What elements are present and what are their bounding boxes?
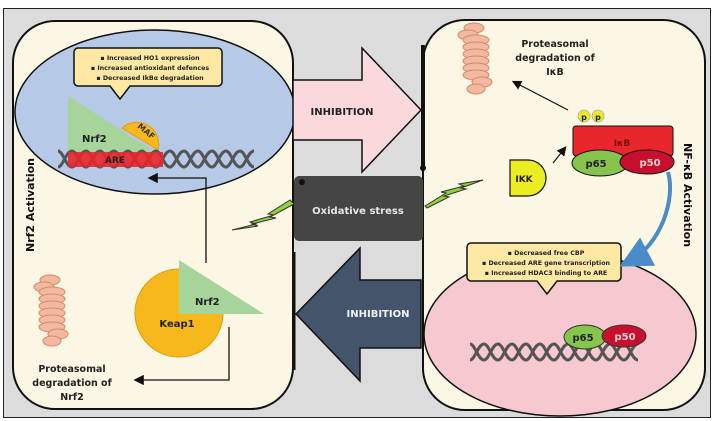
p50-nuclear-label: p50 <box>614 332 635 343</box>
nfkb-translocation-arrow <box>619 171 673 267</box>
right-lightning-bolt-icon <box>424 179 484 209</box>
right-proteasome-caption-1: Proteasomal <box>521 39 588 50</box>
phospho-1 <box>577 109 591 123</box>
phospho-label-2: p <box>595 113 601 122</box>
right-bubble-item-1: ▪ Decreased free CBP <box>508 250 585 257</box>
left-bubble-item-1: ▪ Increased HO1 expression <box>100 55 199 62</box>
left-bubble: ▪ Increased HO1 expression ▪ Increased a… <box>73 47 223 101</box>
left-side-label: Nrf2 Activation <box>24 158 37 252</box>
p50-cyto-label: p50 <box>639 158 660 169</box>
right-bubble-item-3: ▪ Increased HDAC3 binding to ARE <box>485 270 608 277</box>
nrf2-nuclear <box>68 96 155 152</box>
top-inhibition-knob <box>420 165 426 171</box>
top-inhibition-arrow <box>292 46 423 174</box>
nrf2-cyto-label: Nrf2 <box>195 297 220 308</box>
top-arrow-label: INHIBITION <box>311 107 374 118</box>
left-proteasome-caption-2: degradation of <box>32 378 112 389</box>
right-proteasome-caption-3: IκB <box>546 67 564 78</box>
p50-cytoplasmic <box>619 149 675 175</box>
left-proteasome-caption-1: Proteasomal <box>38 364 105 375</box>
left-bubble-item-2: ▪ Increased antioxidant defences <box>91 65 210 72</box>
are-label: ARE <box>105 156 125 166</box>
right-bubble-item-2: ▪ Decreased ARE gene transcription <box>482 260 610 267</box>
left-proteasome-caption-3: Nrf2 <box>60 392 83 403</box>
right-side-label: NF-κB Activation <box>681 143 694 247</box>
stress-box-knob <box>299 179 305 185</box>
oxidative-stress-box <box>294 176 423 241</box>
p65-cyto-label: p65 <box>585 159 606 170</box>
bottom-arrow-label: INHIBITION <box>347 309 410 320</box>
phospho-label-1: p <box>581 113 587 122</box>
ikk-label: IKK <box>515 175 533 185</box>
keap1-label: Keap1 <box>159 319 194 330</box>
ikk-to-ikb-arrow <box>552 146 567 164</box>
ikk-protein <box>509 159 547 197</box>
left-lightning-bolt-icon <box>231 199 295 231</box>
right-proteasome-caption-2: degradation of <box>515 53 595 64</box>
nrf2-nuclear-label: Nrf2 <box>82 134 107 145</box>
phospho-2 <box>591 109 605 123</box>
p50-nuclear <box>601 324 647 348</box>
are-element <box>68 152 163 167</box>
right-bubble: ▪ Decreased free CBP ▪ Decreased ARE gen… <box>466 242 622 296</box>
bottom-inhibition-arrow <box>294 246 422 383</box>
nrf2-degradation-arrow <box>133 327 230 386</box>
ikb-label: IκB <box>614 139 631 149</box>
oxidative-stress-label: Oxidative stress <box>312 206 404 217</box>
nrf2-cytoplasmic <box>179 260 264 314</box>
nrf2-translocation-arrow <box>147 172 207 263</box>
left-bubble-item-3: ▪ Decreased IkBα degradation <box>96 75 203 82</box>
p65-nuclear-label: p65 <box>572 333 593 344</box>
ikb-degradation-arrow <box>511 80 569 111</box>
maf-protein <box>121 121 160 151</box>
